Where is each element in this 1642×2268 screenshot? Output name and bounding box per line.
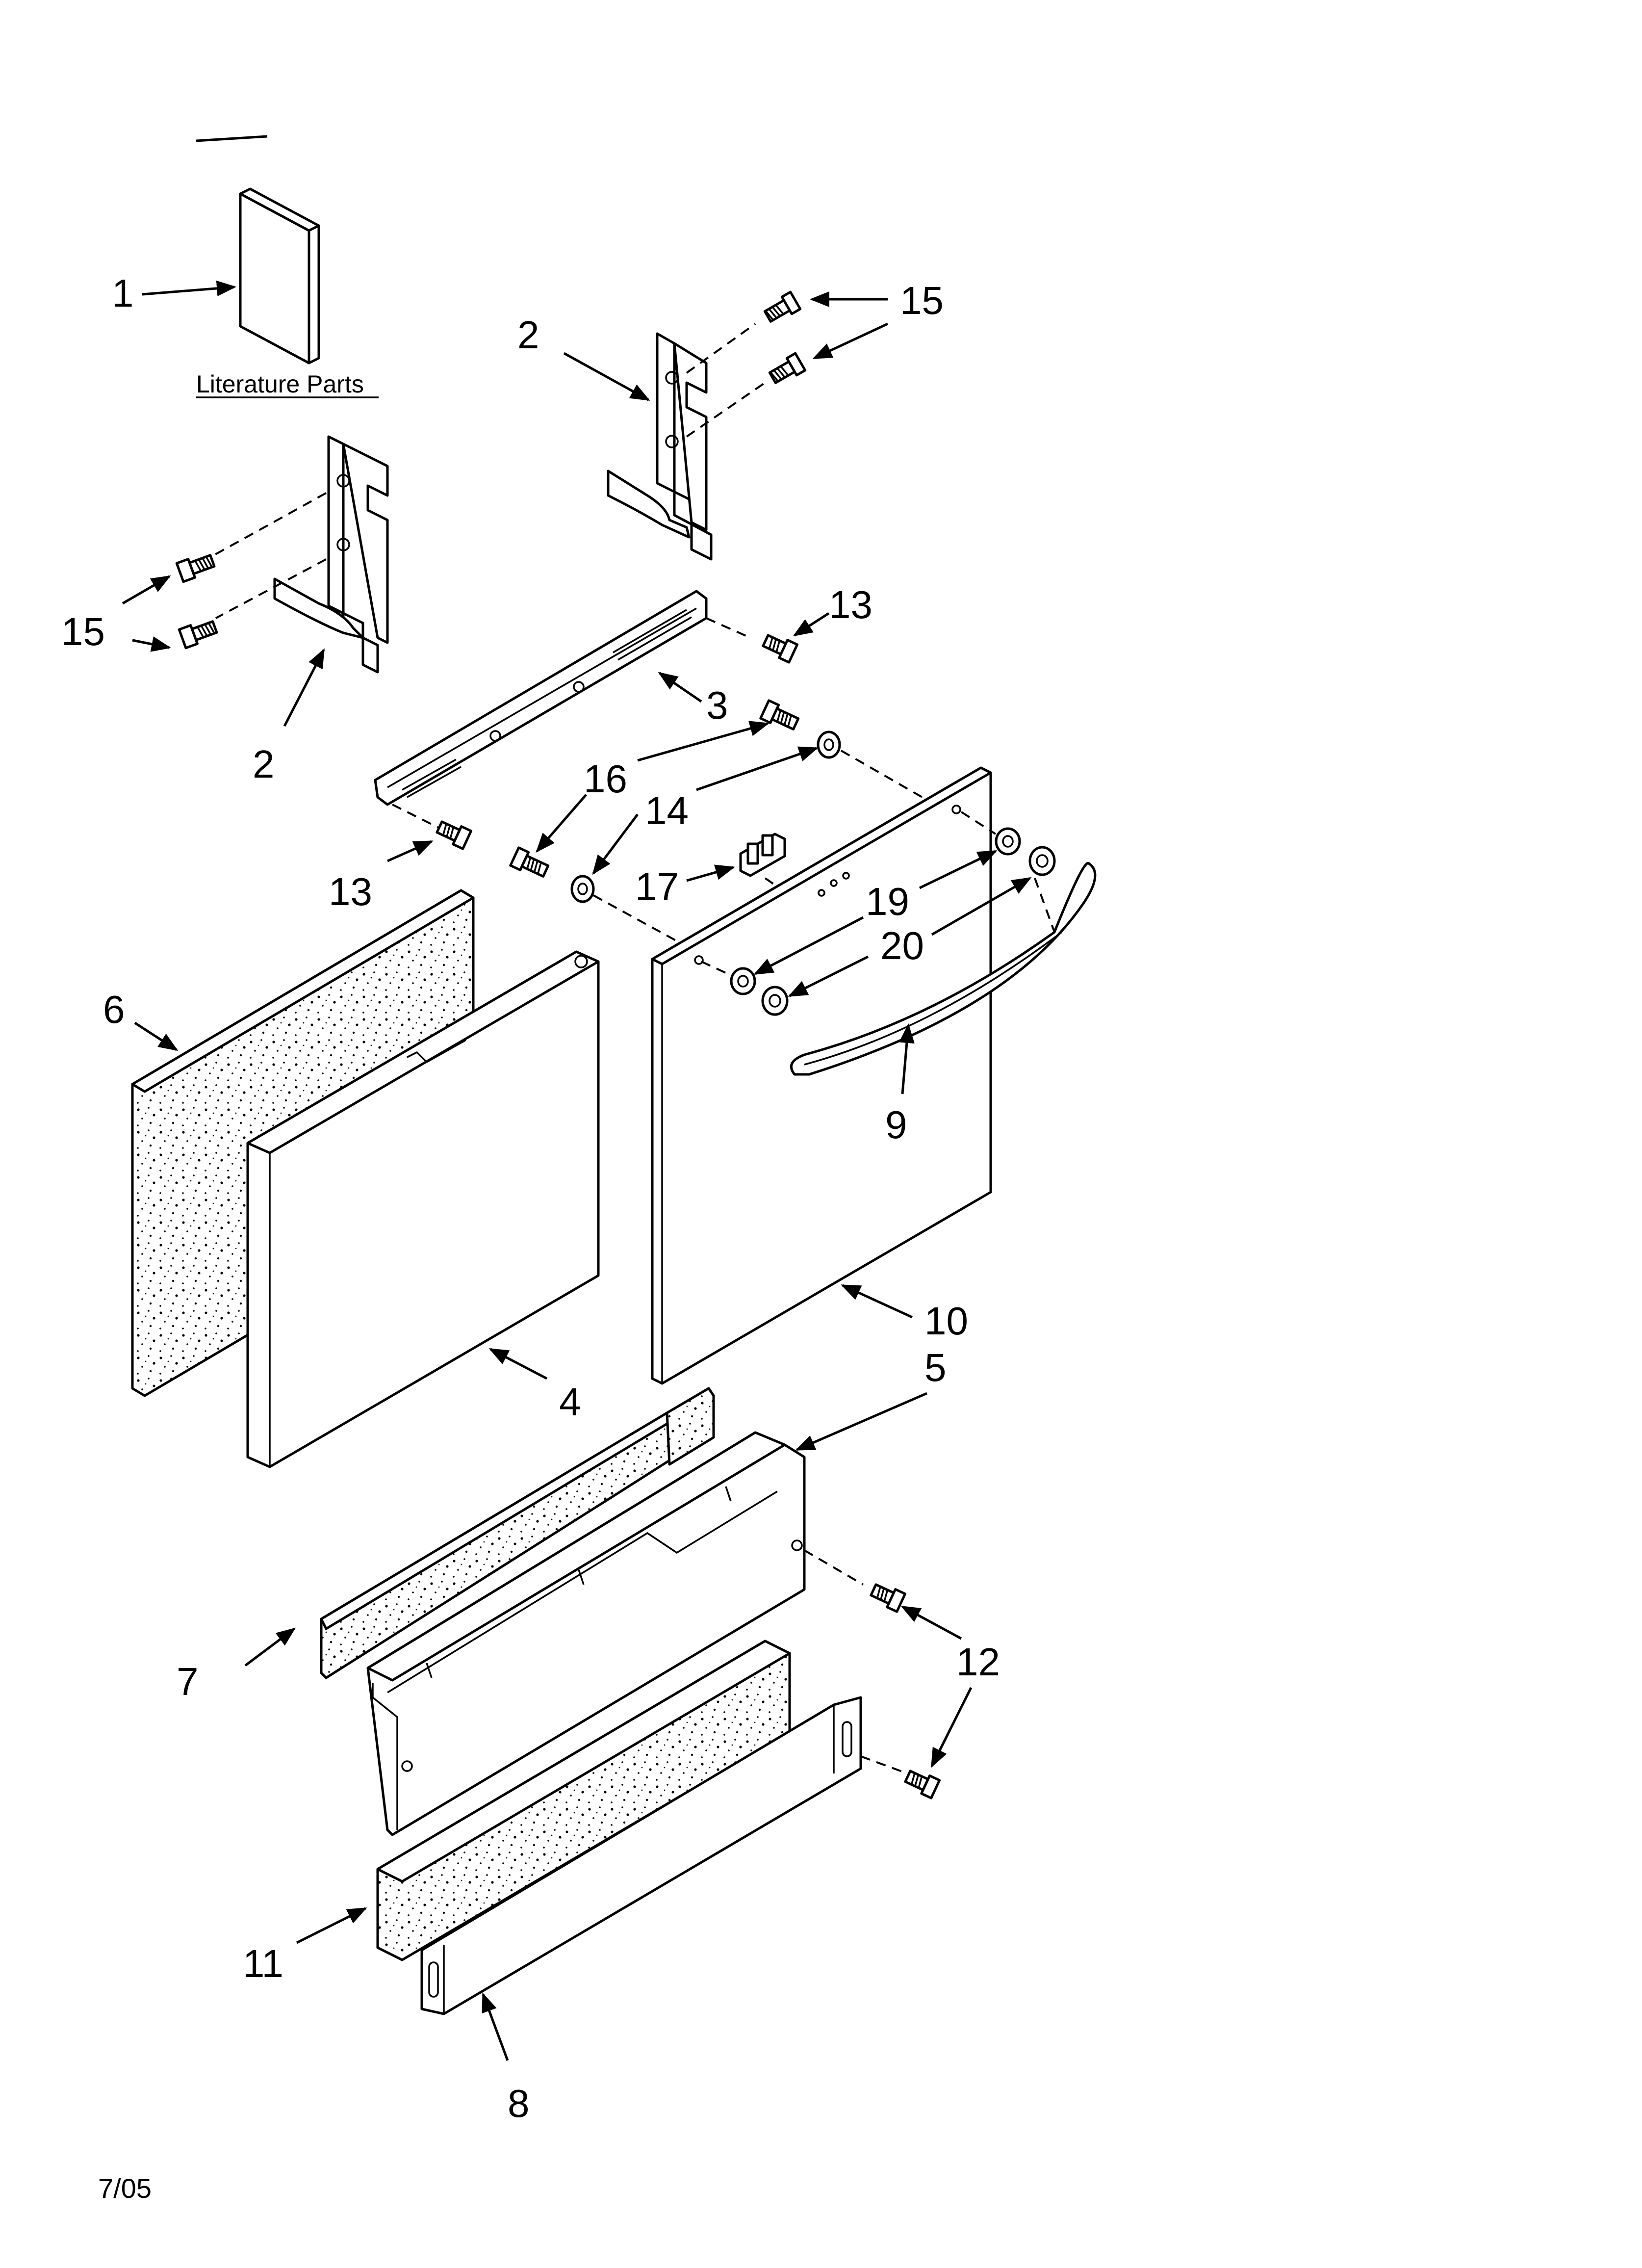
leader-11 bbox=[296, 1907, 367, 1944]
leader-14b bbox=[592, 813, 639, 875]
callout-10: 10 bbox=[924, 1299, 968, 1343]
screw-15-lower-a bbox=[175, 554, 216, 583]
callout-3: 3 bbox=[706, 683, 728, 727]
leader-13a bbox=[793, 612, 830, 637]
screw-12-upper bbox=[870, 1583, 907, 1613]
callout-6: 6 bbox=[103, 988, 125, 1031]
callout-15-upper: 15 bbox=[900, 279, 944, 322]
callout-20: 20 bbox=[880, 924, 924, 967]
leader-13b bbox=[386, 840, 434, 862]
revision-date: 7/05 bbox=[98, 2173, 152, 2204]
leader-5 bbox=[795, 1392, 927, 1451]
callout-14: 14 bbox=[645, 789, 689, 833]
callout-15-lower: 15 bbox=[61, 610, 105, 653]
screw-20-lower bbox=[761, 986, 789, 1016]
screw-15-lower-b bbox=[178, 620, 218, 650]
screw-13-left bbox=[436, 820, 473, 850]
spacer-19-upper bbox=[995, 827, 1021, 856]
leader-16b bbox=[536, 794, 587, 853]
callout-16: 16 bbox=[584, 757, 627, 801]
leader-10 bbox=[841, 1284, 913, 1319]
callout-8: 8 bbox=[508, 2082, 530, 2125]
toe-panel-foam-strip bbox=[320, 1387, 715, 1679]
leader-4 bbox=[488, 1348, 548, 1380]
callout-1: 1 bbox=[112, 271, 134, 315]
leader-19a bbox=[919, 850, 998, 889]
literature-parts-caption: Literature Parts bbox=[196, 370, 364, 398]
hinge-bracket-lower bbox=[273, 435, 389, 674]
kick-plate bbox=[420, 1696, 862, 2015]
callout-11: 11 bbox=[243, 1942, 283, 1985]
leader-14a bbox=[696, 746, 819, 791]
leader-15b-2 bbox=[132, 636, 171, 652]
screw-13-right bbox=[762, 634, 799, 664]
door-handle bbox=[790, 861, 1097, 1076]
callout-5: 5 bbox=[924, 1346, 947, 1389]
callout-17: 17 bbox=[635, 865, 679, 909]
callout-12: 12 bbox=[956, 1640, 1000, 1684]
leader-3 bbox=[658, 672, 702, 703]
callout-2-lower: 2 bbox=[253, 742, 275, 786]
leader-16a bbox=[637, 721, 770, 762]
screw-15-upper-b bbox=[768, 352, 807, 384]
literature-booklet bbox=[196, 135, 320, 365]
spacer-19-lower bbox=[730, 967, 756, 995]
screw-20-upper bbox=[1028, 846, 1056, 876]
callout-9: 9 bbox=[885, 1103, 907, 1147]
screw-16-upper bbox=[759, 699, 800, 730]
leader-7 bbox=[244, 1627, 296, 1667]
outer-door-panel bbox=[651, 766, 992, 1385]
hinge-bracket-upper bbox=[607, 332, 713, 561]
leader-19b bbox=[753, 916, 864, 975]
screw-12-lower bbox=[904, 1770, 941, 1799]
leader-20b bbox=[788, 955, 869, 997]
leader-8 bbox=[482, 1992, 509, 2061]
toe-panel-bracket bbox=[366, 1431, 806, 1836]
lower-foam-block bbox=[376, 1640, 791, 1961]
leader-2b bbox=[283, 648, 325, 727]
leader-9 bbox=[898, 1023, 915, 1095]
callout-13-upper: 13 bbox=[829, 583, 872, 626]
callout-19: 19 bbox=[866, 880, 909, 923]
leader-6 bbox=[134, 1021, 179, 1051]
leader-17 bbox=[686, 864, 735, 882]
callout-13-lower: 13 bbox=[329, 870, 372, 913]
spacer-14-lower bbox=[570, 875, 595, 903]
callout-2-upper: 2 bbox=[517, 313, 539, 357]
leader-1 bbox=[142, 280, 236, 296]
screw-16-lower bbox=[509, 846, 550, 878]
leader-15b-1 bbox=[122, 575, 171, 605]
leader-20a bbox=[931, 877, 1032, 936]
inner-door-panel bbox=[246, 950, 600, 1468]
leader-12a bbox=[900, 1605, 962, 1640]
spacer-14-upper bbox=[817, 730, 841, 759]
leader-12b bbox=[930, 1687, 973, 1768]
callout-4: 4 bbox=[559, 1380, 581, 1424]
leader-2a bbox=[563, 352, 650, 401]
leader-15a-2 bbox=[812, 322, 889, 360]
callout-7: 7 bbox=[177, 1660, 199, 1703]
screw-15-upper-a bbox=[763, 290, 802, 323]
clip-17 bbox=[739, 833, 786, 877]
